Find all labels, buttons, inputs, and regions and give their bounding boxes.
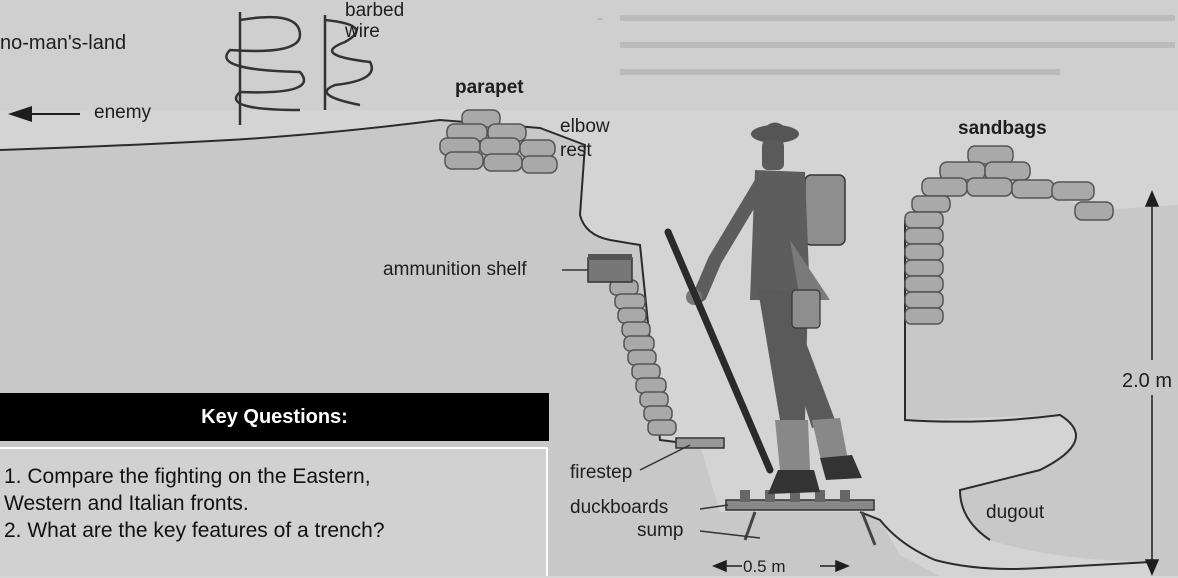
label-height: 2.0 m [1122, 370, 1173, 392]
right-sandbags [904, 145, 1114, 325]
key-question-line: 2. What are the key features of a trench… [4, 519, 385, 542]
key-question-line: 1. Compare the fighting on the Eastern, [4, 465, 371, 488]
key-questions-title: Key Questions: [0, 393, 549, 441]
label-parapet: parapet [455, 77, 524, 98]
key-question-line: Western and Italian fronts. [4, 492, 249, 515]
label-width: 0.5 m [743, 557, 786, 576]
key-questions-body: 1. Compare the fighting on the Eastern, … [0, 447, 548, 576]
duckboards [725, 490, 877, 546]
label-barbed-wire: barbed wire [345, 0, 405, 42]
label-elbow-rest: elbow rest [560, 116, 610, 161]
label-no-mans-land: no-man's-land [0, 32, 127, 54]
label-duckboards: duckboards [570, 497, 669, 518]
ammunition-box [587, 254, 633, 283]
label-ammunition-shelf: ammunition shelf [383, 259, 527, 280]
label-sandbags: sandbags [958, 118, 1047, 139]
label-firestep: firestep [570, 462, 633, 483]
label-sump: sump [637, 520, 684, 541]
label-dugout: dugout [986, 502, 1045, 523]
label-enemy: enemy [94, 102, 152, 123]
barbed-wire-drawing [225, 12, 373, 125]
height-dimension [1144, 190, 1160, 576]
soldier-figure [664, 122, 862, 494]
trench-wall-sandbags [609, 279, 677, 436]
leader-lines [562, 269, 761, 539]
firestep-ledge [675, 437, 725, 449]
faded-text-lines [597, 15, 1175, 75]
width-dimension [712, 559, 850, 573]
parapet-sandbags [439, 109, 558, 174]
enemy-arrow [8, 106, 80, 122]
